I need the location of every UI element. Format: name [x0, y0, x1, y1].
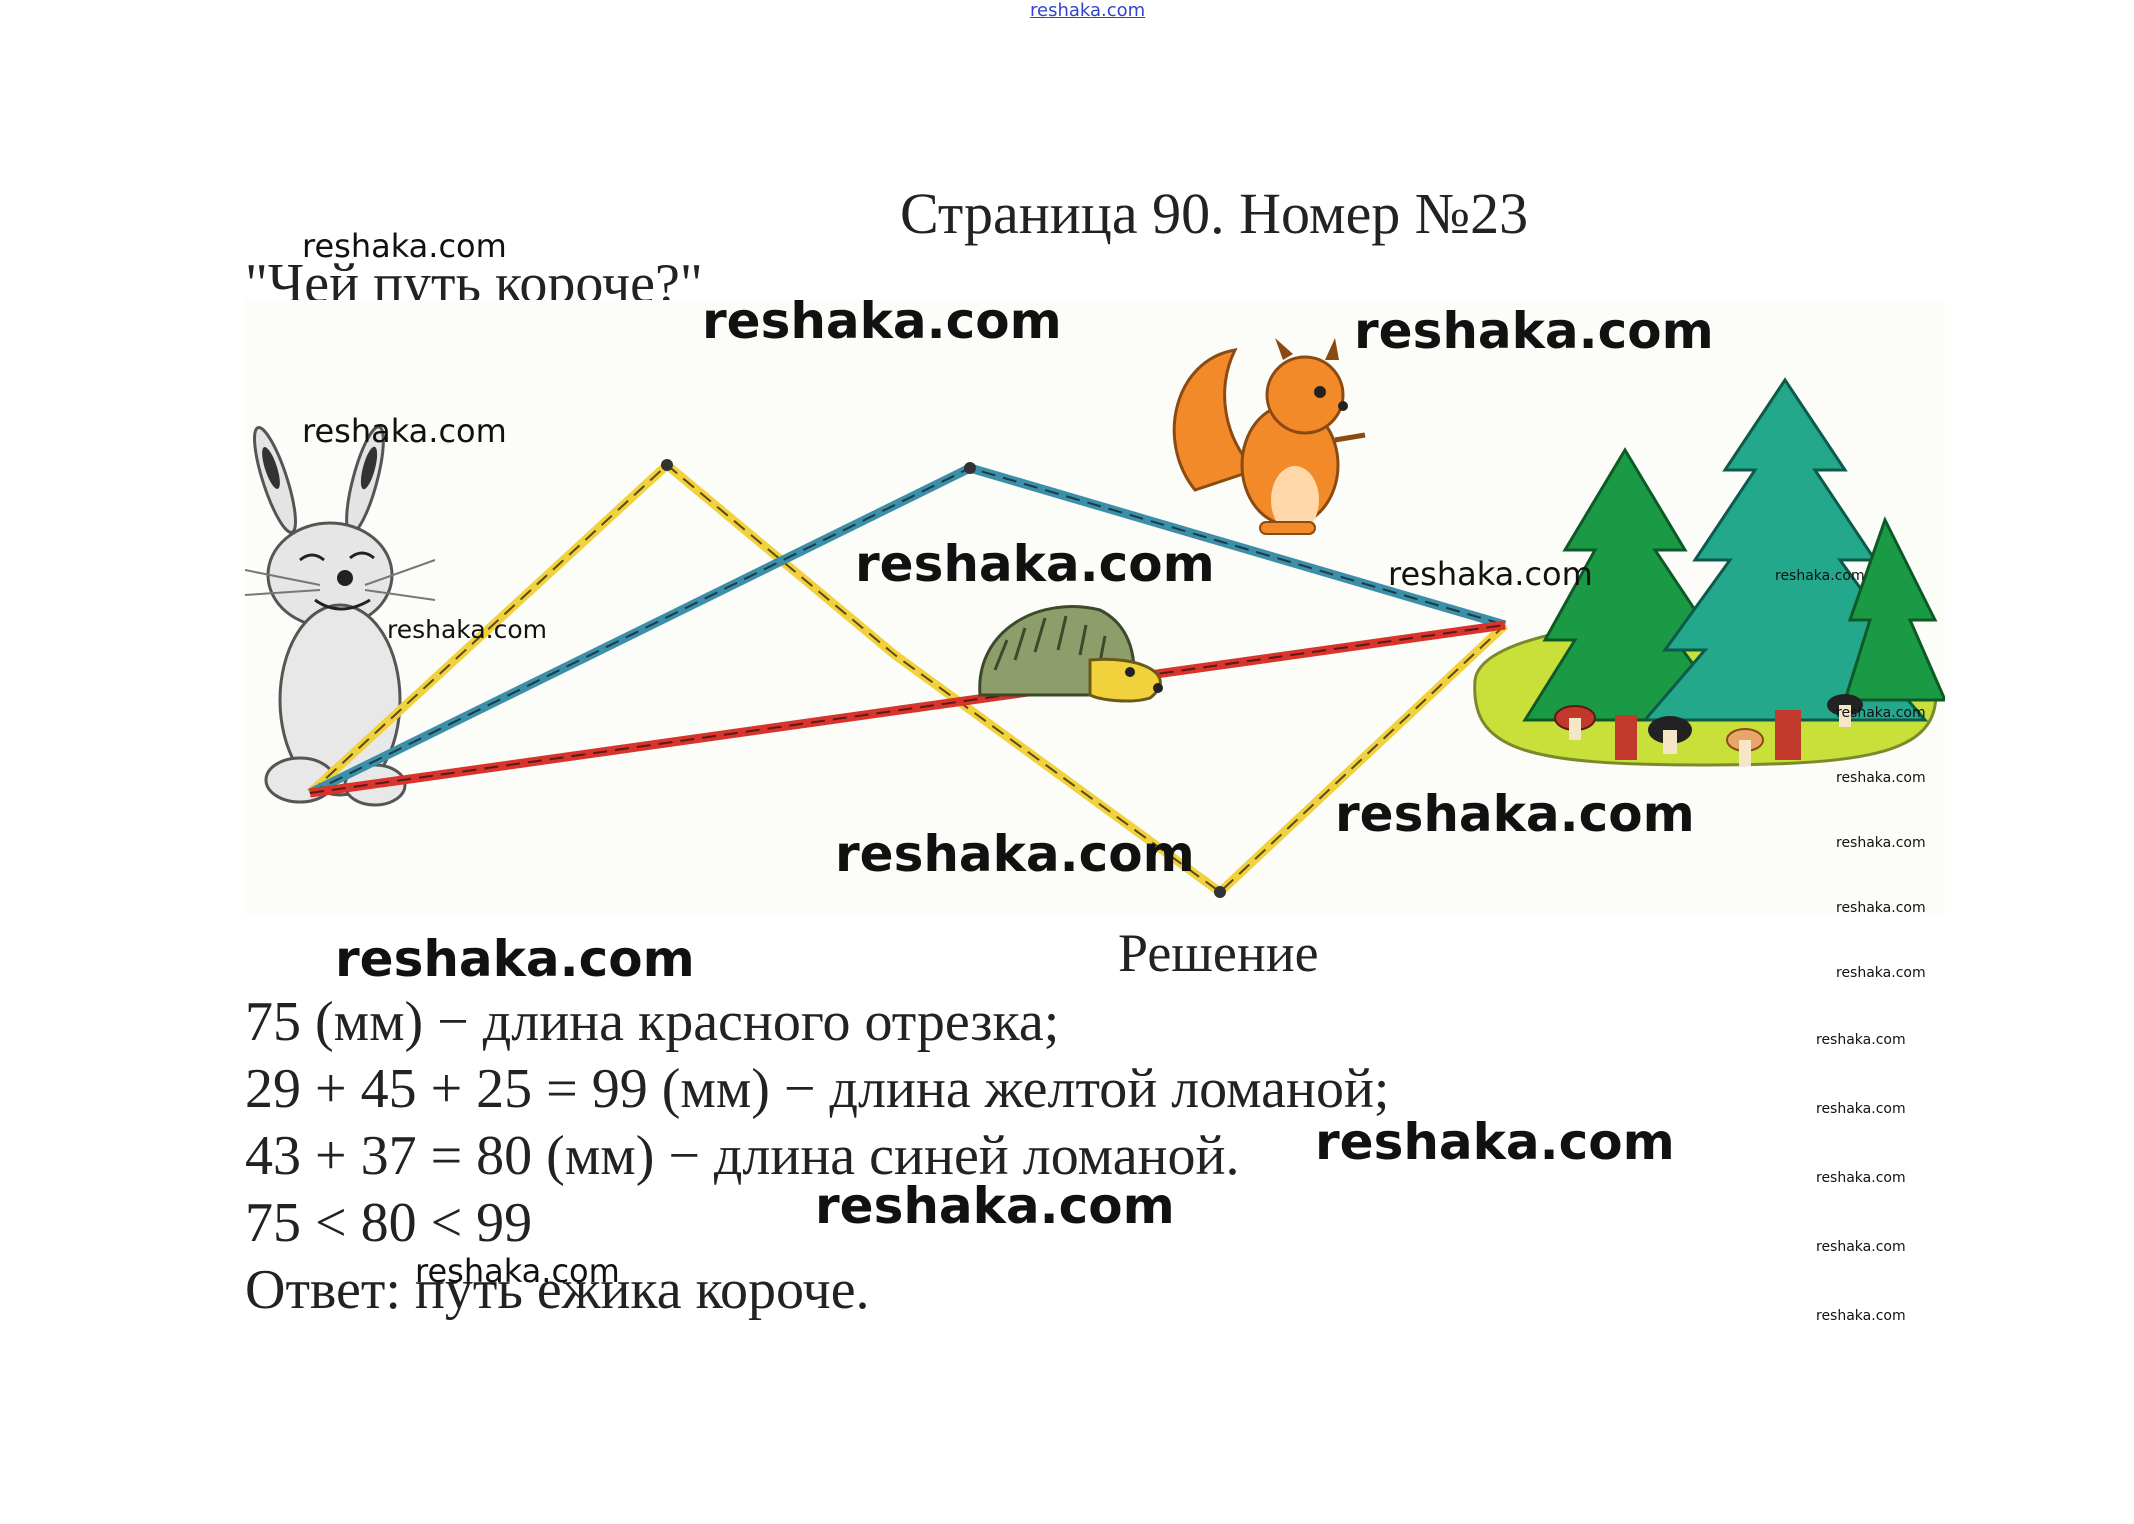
watermark: reshaka.com [302, 227, 507, 265]
watermark: reshaka.com [1836, 835, 1926, 851]
vertex-dot [964, 462, 976, 474]
watermark: reshaka.com [1388, 555, 1593, 593]
watermark: reshaka.com [835, 825, 1195, 883]
watermark: reshaka.com [1775, 568, 1865, 584]
hedgehog-icon [978, 605, 1163, 703]
watermark: reshaka.com [1816, 1239, 1906, 1255]
watermark: reshaka.com [1816, 1101, 1906, 1117]
page-title: Страница 90. Номер №23 [900, 181, 1529, 246]
watermark: reshaka.com [1816, 1170, 1906, 1186]
mushroom-icon [1726, 728, 1764, 766]
watermark: reshaka.com [1836, 965, 1926, 981]
watermark: reshaka.com [1335, 785, 1695, 843]
forest [1473, 377, 1945, 767]
solution-heading: Решение [1118, 923, 1319, 983]
watermark: reshaka.com [815, 1177, 1175, 1235]
vertex-dot [661, 459, 673, 471]
watermark: reshaka.com [415, 1252, 620, 1290]
red-path-outline [309, 624, 1506, 794]
solution-line-1: 75 (мм) − длина красного отрезка; [245, 991, 1060, 1053]
watermark: reshaka.com [702, 292, 1062, 350]
mushroom-icon [1648, 716, 1692, 754]
watermark: reshaka.com [1836, 770, 1926, 786]
site-header-link[interactable]: reshaka.com [1030, 0, 1146, 21]
solution-line-2: 29 + 45 + 25 = 99 (мм) − длина желтой ло… [245, 1058, 1390, 1120]
watermark: reshaka.com [855, 535, 1215, 593]
solution-line-4: 75 < 80 < 99 [245, 1192, 533, 1254]
watermark: reshaka.com [335, 930, 695, 988]
watermark: reshaka.com [1816, 1032, 1906, 1048]
watermark: reshaka.com [1836, 705, 1926, 721]
watermark: reshaka.com [1354, 302, 1714, 360]
squirrel-icon [1172, 338, 1366, 535]
answer-line: Ответ: путь ежика короче. [245, 1259, 870, 1321]
mushroom-icon [1827, 694, 1863, 727]
illustration [245, 300, 1945, 915]
watermark: reshaka.com [1836, 900, 1926, 916]
watermark: reshaka.com [1816, 1308, 1906, 1324]
solution-line-3: 43 + 37 = 80 (мм) − длина синей ломаной. [245, 1125, 1240, 1187]
watermark: reshaka.com [1315, 1113, 1675, 1171]
mushroom-icon [1554, 705, 1596, 740]
vertex-dot [1214, 886, 1226, 898]
fir-tree-icon [1842, 516, 1945, 702]
rabbit-icon [245, 425, 436, 807]
watermark: reshaka.com [387, 615, 547, 644]
watermark: reshaka.com [302, 412, 507, 450]
yellow-path-outline [309, 463, 1506, 894]
